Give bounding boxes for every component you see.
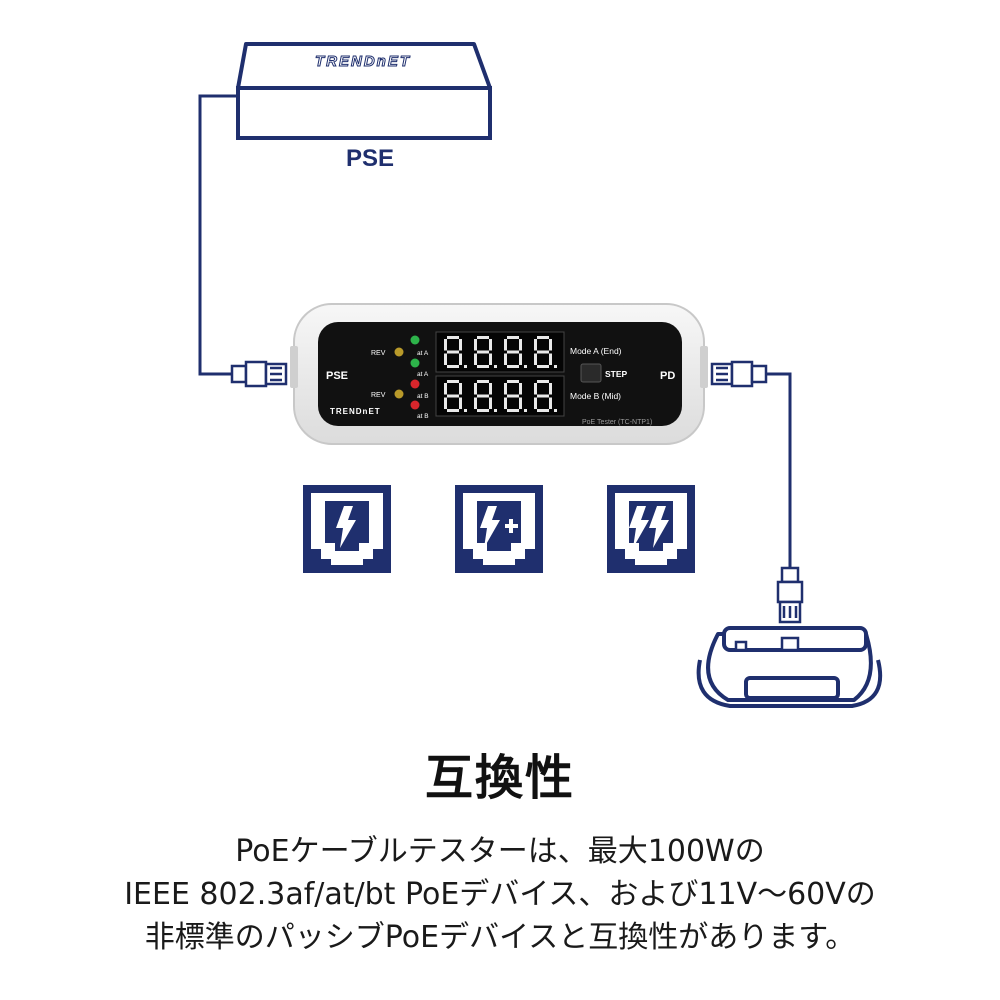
tester-panel: [318, 322, 682, 426]
step-label: STEP: [605, 369, 628, 379]
description-line-3: 非標準のパッシブPoEデバイスと互換性があります。: [144, 920, 856, 955]
rev-label-b: REV: [371, 392, 386, 399]
rev-led-b: [394, 389, 404, 399]
seven-segment-digit: [444, 380, 467, 412]
description: PoEケーブルテスターは、最大100Wの IEEE 802.3af/at/bt …: [40, 830, 960, 959]
rj45-plug-left: [230, 360, 288, 388]
port-label-pse: PSE: [326, 370, 348, 382]
poe-tester: PSE PD REV at A at A Mode A (End) REV at…: [290, 303, 708, 445]
step-button[interactable]: [580, 363, 602, 383]
poe-standard-icon: [303, 485, 391, 573]
led-red-b-top: [410, 379, 420, 389]
rev-label-a: REV: [371, 350, 386, 357]
led-green-a-bottom: [410, 358, 420, 368]
rj45-plug-right: [710, 360, 768, 388]
seven-segment-digit: [504, 380, 527, 412]
tester-brand-logo: TRENDnET: [330, 407, 381, 416]
seven-segment-digit: [534, 336, 557, 368]
led-label-a-top: at A: [417, 350, 429, 357]
seven-segment-digit: [474, 336, 497, 368]
poe-plus-icon: [455, 485, 543, 573]
led-green-a-top: [410, 335, 420, 345]
description-line-2: IEEE 802.3af/at/bt PoEデバイス、および11V～60Vの: [124, 877, 876, 912]
seven-segment-digit: [534, 380, 557, 412]
rev-led-a: [394, 347, 404, 357]
pd-device: [696, 626, 883, 708]
cable-right: [766, 372, 792, 568]
led-label-b-top: at B: [417, 393, 429, 400]
pse-label: PSE: [346, 145, 394, 172]
tester-model-label: PoE Tester (TC-NTP1): [582, 419, 652, 426]
seven-segment-digit: [474, 380, 497, 412]
description-line-1: PoEケーブルテスターは、最大100Wの: [235, 834, 765, 869]
pse-brand-logo: TRENDnET: [315, 53, 411, 70]
led-label-a-bottom: at A: [417, 371, 429, 378]
section-heading: 互換性: [424, 750, 575, 806]
mode-a-label: Mode A (End): [570, 346, 622, 356]
poe-plus-plus-icon: [607, 485, 695, 573]
rj45-plug-bottom: [776, 566, 804, 624]
cable-left: [198, 94, 238, 376]
port-label-pd: PD: [660, 370, 675, 382]
mode-b-label: Mode B (Mid): [570, 391, 621, 401]
led-label-b-bottom: at B: [417, 413, 429, 420]
pse-switch: TRENDnET PSE: [236, 42, 492, 172]
seven-segment-digit: [444, 336, 467, 368]
led-red-b-bottom: [410, 400, 420, 410]
seven-segment-digit: [504, 336, 527, 368]
